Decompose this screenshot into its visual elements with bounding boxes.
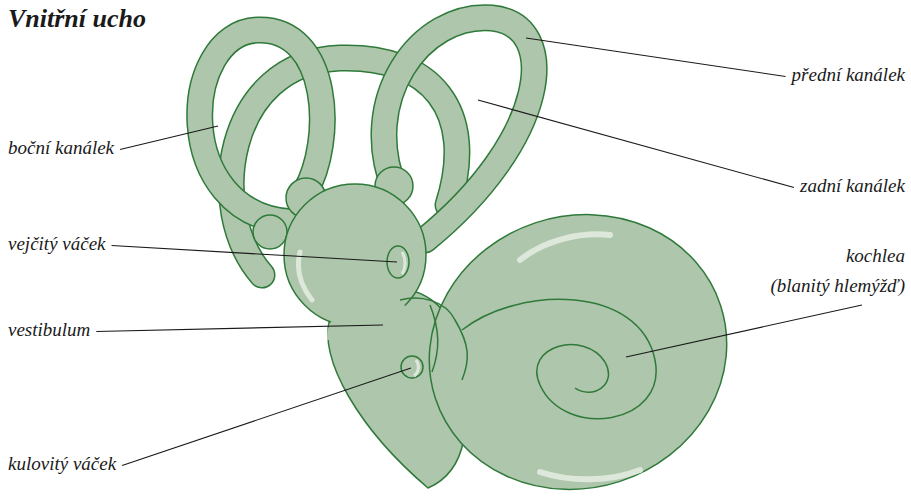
leader-line xyxy=(112,246,397,263)
leader-line xyxy=(626,305,862,357)
part-label: vestibulum xyxy=(8,315,90,345)
highlight xyxy=(540,470,640,479)
highlight xyxy=(402,252,405,274)
part-label: přední kanálek xyxy=(792,60,905,90)
part-label: kulovitý váček xyxy=(8,449,116,479)
vestibule-upper xyxy=(284,184,426,326)
vestibule-line xyxy=(430,305,438,372)
leader-line xyxy=(122,368,411,466)
part-label: kochlea (blanitý hlemýžď) xyxy=(771,241,906,301)
leader-line xyxy=(478,100,794,188)
cochlea-shape xyxy=(393,176,762,504)
ampulla xyxy=(253,215,287,249)
highlight xyxy=(414,360,418,376)
part-label: vejčitý váček xyxy=(8,229,106,259)
leader-line xyxy=(526,38,786,77)
vestibule-join xyxy=(327,302,448,345)
leader-line xyxy=(120,126,218,150)
highlight xyxy=(299,252,313,300)
diagram-title: Vnitřní ucho xyxy=(8,4,146,34)
part-label: zadní kanálek xyxy=(800,171,905,201)
highlight xyxy=(520,234,610,260)
saccule-spot xyxy=(401,356,423,378)
cochlea-spiral xyxy=(462,299,656,418)
part-label: boční kanálek xyxy=(8,133,114,163)
leader-line xyxy=(96,325,383,332)
